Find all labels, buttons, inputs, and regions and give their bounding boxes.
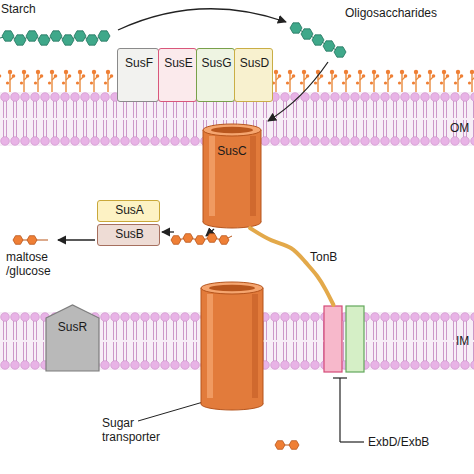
starch-unit <box>74 31 86 41</box>
house-outline <box>45 304 100 372</box>
transporter-barrel: Sugar transporter <box>200 282 264 410</box>
node-label: SusA <box>98 203 161 217</box>
connector-label: TonB <box>310 250 337 264</box>
annotation-label: Starch <box>1 2 36 16</box>
cargo-unit <box>289 441 299 450</box>
barrel-side <box>261 130 262 222</box>
barrel-highlight <box>209 136 215 216</box>
oligosaccharide-unit <box>323 41 335 51</box>
barrel-highlight <box>207 294 213 398</box>
starch-unit <box>62 35 74 45</box>
barrel-body <box>203 130 261 222</box>
barrel-outline <box>202 124 262 228</box>
exbd-rect <box>324 306 342 372</box>
pair-outline <box>323 305 365 373</box>
node-label: ExbD/ExbB <box>368 435 468 449</box>
product-unit <box>27 236 37 245</box>
sugar-unit <box>171 236 181 245</box>
annotation-label: OM <box>450 121 469 135</box>
barrel-outline <box>200 282 264 410</box>
starch-unit <box>86 35 98 45</box>
node-label: SusC <box>202 144 262 158</box>
oligosaccharide-unit <box>334 47 346 57</box>
annotation-label: Oligosaccharides <box>345 6 437 20</box>
oligosaccharide-unit <box>312 35 324 45</box>
starch-unit <box>14 35 26 45</box>
exbb-rect <box>346 306 364 372</box>
leader-line <box>340 441 364 442</box>
barrel-pore <box>209 285 255 291</box>
starch-unit <box>26 31 38 41</box>
flow-arrow <box>268 62 328 121</box>
barrel-top <box>201 282 263 294</box>
sugar-unit <box>195 236 205 245</box>
node-label: SusF <box>118 56 160 70</box>
barrel-side <box>203 130 204 222</box>
product-unit <box>13 236 23 245</box>
node-label: SusG <box>197 56 236 70</box>
sugar-unit <box>183 234 193 243</box>
leader-line <box>339 378 340 442</box>
starch-unit <box>98 31 110 41</box>
barrel-pore <box>211 127 253 133</box>
annotation-label: maltose /glucose <box>6 250 64 278</box>
starch-unit <box>2 31 14 41</box>
porin-barrel: SusC <box>202 124 262 228</box>
starch-unit <box>50 31 62 41</box>
sus-box: SusF <box>117 48 159 102</box>
sugar-unit <box>219 236 229 245</box>
oligosaccharide-unit <box>301 29 313 39</box>
node-label: SusE <box>159 56 198 70</box>
node-label: SusD <box>235 56 274 70</box>
flow-arrow <box>58 239 95 240</box>
sugar-unit <box>207 234 217 243</box>
oligosaccharide-unit <box>290 23 302 33</box>
leader-line <box>138 400 210 421</box>
annotation-label: IM <box>456 334 469 348</box>
node-label: SusB <box>98 227 161 241</box>
node-label: SusR <box>45 320 100 334</box>
sus-box: SusG <box>196 48 235 102</box>
exb-complex: ExbD/ExbB <box>323 305 365 373</box>
cargo-unit <box>275 441 285 450</box>
barrel-shade <box>250 136 256 216</box>
barrel-top <box>203 124 261 136</box>
regulator-body <box>46 305 99 371</box>
flow-arrow <box>118 9 286 30</box>
barrel-body <box>201 288 263 404</box>
regulator-shape: SusR <box>45 304 100 372</box>
oligosaccharide-chain <box>296 28 340 52</box>
starch-unit <box>38 35 50 45</box>
barrel-shade <box>252 294 258 398</box>
sus-box: SusE <box>158 48 197 102</box>
flow-arrow <box>162 231 174 232</box>
node-label: Sugar transporter <box>102 416 172 444</box>
enzyme-box: SusB <box>97 224 160 246</box>
sus-box: SusD <box>234 48 273 102</box>
barrel-side <box>201 288 202 404</box>
barrel-side <box>263 288 264 404</box>
enzyme-box: SusA <box>97 200 160 222</box>
